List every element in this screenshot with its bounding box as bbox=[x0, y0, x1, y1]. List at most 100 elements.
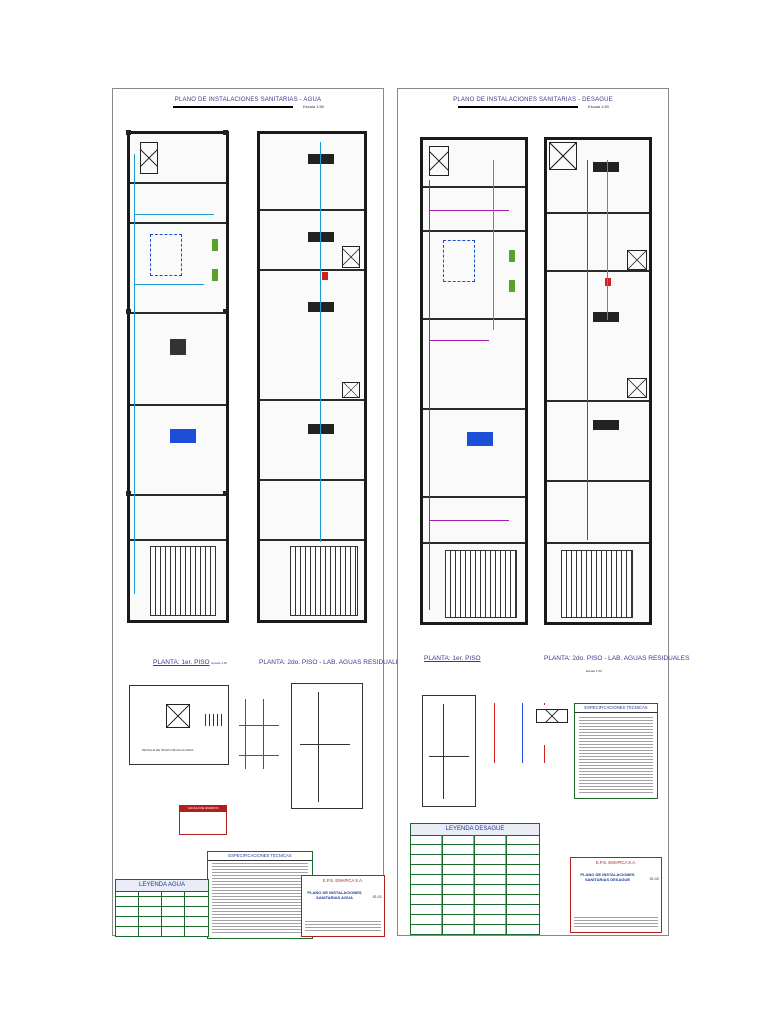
wall bbox=[423, 496, 525, 498]
planter bbox=[212, 239, 218, 251]
lab-bench bbox=[593, 162, 619, 172]
sheet-code: IS-02 bbox=[649, 876, 659, 881]
duct-shaft bbox=[429, 146, 449, 176]
trap-drawing bbox=[536, 709, 568, 723]
drain-pipe bbox=[429, 210, 509, 211]
plan-2-caption: PLANTA: 2do. PISO - LAB. AGUAS RESIDUALE… bbox=[544, 655, 690, 662]
title-block-notes bbox=[305, 919, 381, 933]
water-pipe bbox=[320, 142, 321, 542]
column bbox=[223, 130, 228, 135]
title-underline bbox=[458, 106, 578, 108]
drain-pipe bbox=[587, 160, 588, 540]
duct-shaft bbox=[140, 142, 158, 174]
water-legend: LEYENDA AGUA bbox=[115, 879, 209, 937]
pipe-riser bbox=[494, 703, 495, 763]
lab-bench bbox=[593, 420, 619, 430]
floor-plan-2 bbox=[544, 137, 652, 625]
title-block-notes bbox=[574, 915, 658, 929]
drawing-title: PLANO DE INSTALACIONES SANITARIAS AGUA bbox=[307, 890, 362, 900]
planter bbox=[509, 280, 515, 292]
water-pipe bbox=[134, 284, 204, 285]
wall bbox=[260, 399, 364, 401]
wall bbox=[260, 539, 364, 541]
wall bbox=[130, 312, 226, 314]
vent-pipe bbox=[607, 160, 608, 320]
company-name: E.P.S. EMAPICA S.A. bbox=[595, 860, 637, 865]
plan-1-caption: PLANTA: 1er. PISO Escala 1:50 bbox=[153, 659, 227, 666]
wall bbox=[130, 539, 226, 541]
pipe-riser bbox=[245, 699, 246, 769]
floor-plan-1 bbox=[420, 137, 528, 625]
floor-plan-2 bbox=[257, 131, 367, 623]
riser-detail bbox=[291, 683, 363, 809]
pipe-branch bbox=[429, 756, 469, 757]
specs-text bbox=[212, 863, 308, 935]
meter-table bbox=[202, 714, 222, 726]
water-pipe bbox=[134, 154, 135, 594]
duct-shaft bbox=[342, 246, 360, 268]
sheet-scale: Escala 1:50 bbox=[588, 104, 609, 109]
pipe-riser bbox=[443, 704, 444, 799]
fire-cabinet bbox=[605, 278, 611, 286]
specs-title: ESPECIFICACIONES TECNICAS bbox=[208, 852, 312, 861]
drain-detail bbox=[422, 695, 476, 807]
column bbox=[223, 491, 228, 496]
plan-2-caption: PLANTA: 2do. PISO - LAB. AGUAS RESIDUALE… bbox=[259, 659, 405, 666]
technical-specs: ESPECIFICACIONES TECNICAS bbox=[207, 851, 313, 939]
drawing-title: PLANO DE INSTALACIONES SANITARIAS DESAGU… bbox=[580, 872, 635, 882]
specs-text bbox=[579, 715, 653, 795]
desk bbox=[170, 339, 186, 355]
company-name: E.P.S. EMAPICA S.A. bbox=[322, 878, 364, 883]
drain-pipe bbox=[429, 520, 509, 521]
pipe-branch bbox=[300, 744, 350, 745]
pipe-riser bbox=[318, 692, 319, 802]
column bbox=[223, 309, 228, 314]
duct-shaft bbox=[342, 382, 360, 398]
lab-bench bbox=[467, 432, 493, 446]
lab-bench bbox=[308, 232, 334, 242]
drain-pipe bbox=[429, 180, 430, 610]
trap-detail bbox=[532, 705, 572, 745]
wall bbox=[260, 479, 364, 481]
plan-1-caption-text: PLANTA: 1er. PISO bbox=[153, 659, 210, 666]
staircase bbox=[290, 546, 358, 616]
fixture-calc-table: CALCULO DE APARATOS SANITARIOS bbox=[179, 805, 227, 835]
pipe-branch bbox=[239, 755, 279, 756]
fixture-calc-title: CALCULO DE APARATOS SANITARIOS bbox=[180, 806, 226, 816]
wall bbox=[423, 230, 525, 232]
sheet-scale: Escala 1:50 bbox=[303, 104, 324, 109]
floor-plan-1 bbox=[126, 130, 229, 623]
sheet-code: IS-01 bbox=[372, 894, 382, 899]
pipe-riser bbox=[522, 703, 523, 763]
plan-1-caption-text: PLANTA: 1er. PISO bbox=[424, 655, 481, 662]
lab-bench bbox=[308, 154, 334, 164]
wall bbox=[423, 408, 525, 410]
wall bbox=[423, 186, 525, 188]
tank-outline bbox=[443, 240, 475, 282]
drain-legend: LEYENDA DESAGUE bbox=[410, 823, 540, 935]
column bbox=[126, 130, 131, 135]
fire-cabinet bbox=[322, 272, 328, 280]
wall bbox=[423, 542, 525, 544]
pipe-riser bbox=[263, 699, 264, 769]
plan-1-scale: Escala 1:50 bbox=[211, 661, 228, 665]
isometric-detail bbox=[231, 685, 287, 807]
legend-grid bbox=[116, 891, 208, 936]
technical-specs: ESPECIFICACIONES TECNICAS bbox=[574, 703, 658, 799]
title-block: E.P.S. EMAPICA S.A. PLANO DE INSTALACION… bbox=[570, 857, 662, 933]
wall bbox=[130, 494, 226, 496]
wall bbox=[260, 209, 364, 211]
wall bbox=[130, 222, 226, 224]
sheet-title: PLANO DE INSTALACIONES SANITARIAS - AGUA bbox=[174, 97, 322, 103]
staircase bbox=[150, 546, 216, 616]
wall bbox=[547, 270, 649, 272]
legend-grid bbox=[411, 835, 539, 934]
wall bbox=[130, 182, 226, 184]
duct-shaft bbox=[627, 378, 647, 398]
niche-drawing bbox=[166, 704, 190, 728]
planter bbox=[509, 250, 515, 262]
water-plan-sheet: PLANO DE INSTALACIONES SANITARIAS - AGUA… bbox=[112, 88, 404, 939]
duct-shaft bbox=[549, 142, 577, 170]
vent-pipe bbox=[493, 160, 494, 330]
pipe-branch bbox=[239, 725, 279, 726]
